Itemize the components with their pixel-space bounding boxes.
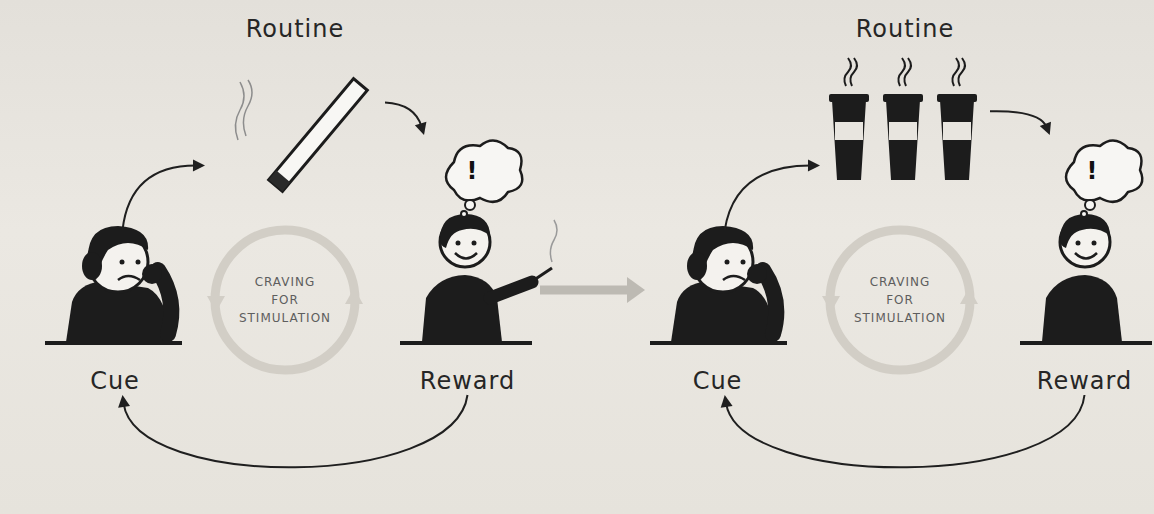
connector-line bbox=[124, 395, 468, 467]
loop-arrow bbox=[118, 395, 467, 467]
connector-line bbox=[726, 395, 1084, 467]
exclamation-mark: ! bbox=[1072, 157, 1112, 185]
arrowhead bbox=[1040, 122, 1051, 135]
habit-step: Routine bbox=[820, 15, 990, 190]
circle-label: CRAVING FOR STIMULATION bbox=[822, 273, 978, 327]
transition-arrow bbox=[540, 277, 645, 303]
connector-line bbox=[725, 165, 812, 230]
habit-step: Routine bbox=[205, 15, 385, 190]
arrowhead bbox=[808, 159, 820, 171]
steam bbox=[844, 58, 965, 86]
smoke bbox=[235, 80, 252, 140]
habit-step: Cue bbox=[645, 230, 790, 395]
coffee-cups bbox=[829, 94, 977, 180]
loop-arrow bbox=[721, 395, 1085, 467]
connector-line bbox=[123, 165, 197, 230]
arrowhead bbox=[193, 159, 205, 171]
craving-circle: CRAVING FOR STIMULATION bbox=[207, 222, 363, 378]
craving-circle: CRAVING FOR STIMULATION bbox=[822, 222, 978, 378]
connector-line bbox=[385, 103, 422, 127]
connector-line bbox=[540, 285, 632, 294]
arrowhead bbox=[627, 277, 645, 303]
loop-arrow bbox=[123, 159, 206, 230]
sad-figure bbox=[650, 226, 787, 343]
habit-step: Cue bbox=[40, 230, 190, 395]
arrowhead bbox=[415, 122, 427, 135]
step-label: Cue bbox=[40, 367, 190, 395]
happy-figure bbox=[400, 140, 532, 343]
loop-arrow bbox=[385, 103, 426, 136]
step-label: Routine bbox=[820, 15, 990, 43]
sad-figure bbox=[45, 226, 182, 343]
smoking-arm bbox=[490, 220, 557, 298]
arrowhead bbox=[721, 395, 733, 408]
loop-arrow bbox=[725, 159, 820, 230]
loop-arrow bbox=[990, 111, 1051, 135]
connector-line bbox=[990, 111, 1047, 127]
happy-figure bbox=[1020, 140, 1152, 343]
circle-label: CRAVING FOR STIMULATION bbox=[207, 273, 363, 327]
habit-step: Reward bbox=[1015, 135, 1154, 395]
step-label: Reward bbox=[395, 367, 540, 395]
step-label: Reward bbox=[1015, 367, 1154, 395]
step-label: Routine bbox=[205, 15, 385, 43]
step-label: Cue bbox=[645, 367, 790, 395]
arrowhead bbox=[118, 395, 130, 408]
cigarette-icon bbox=[269, 79, 368, 192]
exclamation-mark: ! bbox=[452, 157, 492, 185]
